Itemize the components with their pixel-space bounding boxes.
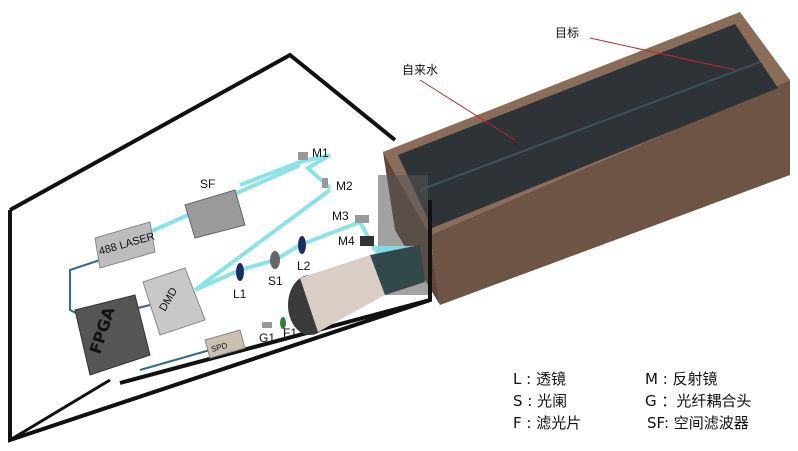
target-pointer — [589, 37, 736, 71]
legend-mirror: M : 反射镜 — [645, 370, 718, 388]
telescope — [288, 245, 425, 335]
target-label: 目标 — [555, 26, 579, 40]
legend-fiber-coupler: G ：光纤耦合头 — [645, 392, 752, 410]
laser-488: 488 LASER — [94, 221, 156, 269]
legend-spatial-filter: SF: 空间滤波器 — [647, 414, 749, 432]
spatial-filter: SF — [184, 177, 246, 239]
label-m1: M1 — [312, 146, 329, 160]
enclosure — [8, 52, 432, 443]
label-m4: M4 — [338, 234, 355, 248]
svg-text:SF: SF — [200, 177, 215, 191]
label-l1: L1 — [233, 287, 247, 301]
label-m3: M3 — [332, 209, 349, 223]
label-s1: S1 — [268, 274, 283, 288]
water-label: 自来水 — [402, 63, 438, 77]
water-tank — [378, 12, 790, 305]
water-pointer — [419, 79, 516, 141]
svg-text:SPD: SPD — [210, 341, 228, 354]
dmd: DMD — [142, 267, 206, 336]
label-g1: G1 — [259, 331, 275, 345]
fpga: FPGA — [74, 294, 151, 376]
legend-stop: S : 光阑 — [513, 392, 568, 410]
label-f1: F1 — [283, 326, 297, 340]
label-l2: L2 — [297, 259, 311, 273]
label-m2: M2 — [336, 179, 353, 193]
legend-filter: F : 滤光片 — [513, 414, 582, 432]
optics-mounts — [236, 152, 374, 329]
spd: SPD — [204, 329, 246, 359]
legend-lens: L : 透镜 — [513, 370, 566, 388]
